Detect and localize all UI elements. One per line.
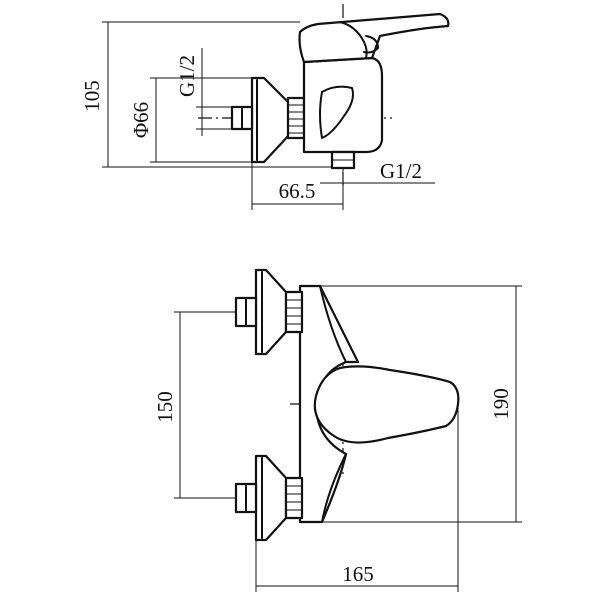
dim-150-label: 150 (153, 391, 177, 423)
side-thread-lines (288, 104, 304, 134)
dim-g12-top-label: G1/2 (175, 55, 199, 97)
front-upper-connector (284, 290, 304, 334)
front-upper-thread-lines (286, 299, 302, 325)
front-body-lower-fold (321, 453, 347, 523)
side-handle-cap (363, 35, 379, 54)
dim-g12-outlet-label: G1/2 (380, 159, 422, 183)
front-body-upper-fold (319, 285, 347, 363)
side-view: 105 Φ66 G1/2 G1/2 66.5 (80, 4, 450, 210)
front-upper-flange (254, 268, 288, 356)
side-mixer-body (302, 56, 384, 154)
front-lower-connector (284, 476, 304, 520)
side-threaded-connector (286, 96, 306, 140)
dim-190-label: 190 (489, 388, 513, 420)
dim-165-label: 165 (342, 562, 374, 586)
front-lever-handle (313, 365, 460, 444)
dim-105-label: 105 (80, 80, 104, 112)
front-lower-thread-lines (286, 485, 302, 511)
front-lower-flange (254, 454, 288, 542)
side-body-inner-profile (319, 85, 354, 139)
front-view: 150 190 165 (153, 268, 522, 592)
dim-66-5-label: 66.5 (279, 179, 316, 203)
dim-phi66-label: Φ66 (129, 102, 153, 138)
